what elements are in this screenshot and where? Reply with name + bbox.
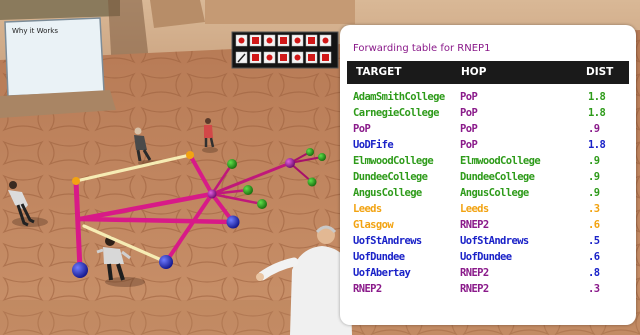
cell-dist: .3 — [588, 203, 600, 215]
wall-sign-label: Why it Works — [12, 27, 59, 35]
cell-hop: PoP — [460, 107, 478, 119]
cell-dist: .9 — [588, 155, 600, 167]
cell-dist: .5 — [588, 235, 600, 247]
cell-hop: RNEP2 — [460, 267, 489, 279]
cell-hop: PoP — [460, 123, 478, 135]
cell-hop: ElmwoodCollege — [460, 155, 541, 167]
cell-hop: DundeeCollege — [460, 171, 535, 183]
cell-dist: .9 — [588, 123, 600, 135]
cell-target: UofStAndrews — [353, 235, 422, 247]
node-angus-college — [257, 199, 267, 209]
control-board — [231, 31, 339, 69]
table-row: PoP PoP .9 — [340, 121, 636, 137]
cell-hop: Leeds — [460, 203, 489, 215]
cell-target: Glasgow — [353, 219, 394, 231]
cell-target: UofDundee — [353, 251, 405, 263]
avatar-standing-front — [96, 236, 131, 281]
cell-target: AngusCollege — [353, 187, 422, 199]
table-row: Leeds Leeds .3 — [340, 201, 636, 217]
column-header-target: TARGET — [356, 66, 402, 78]
cell-target: CarnegieCollege — [353, 107, 439, 119]
cell-target: ElmwoodCollege — [353, 155, 434, 167]
cell-target: Leeds — [353, 203, 382, 215]
avatar-standing-middle — [134, 127, 152, 162]
node-leeds — [72, 177, 80, 185]
table-row: AngusCollege AngusCollege .9 — [340, 185, 636, 201]
table-row: UofStAndrews UofStAndrews .5 — [340, 233, 636, 249]
forwarding-table-title: Forwarding table for RNEP1 — [353, 43, 491, 54]
forwarding-table-panel: Forwarding table for RNEP1 TARGET HOP DI… — [340, 25, 636, 325]
cell-target: UofAbertay — [353, 267, 411, 279]
network-nodes — [72, 148, 326, 278]
cell-target: DundeeCollege — [353, 171, 428, 183]
node-adamsmith-college — [306, 148, 314, 156]
node-uofstandrews — [226, 215, 240, 229]
cell-target: UoDFife — [353, 139, 394, 151]
cell-dist: .9 — [588, 187, 600, 199]
cell-hop: RNEP2 — [460, 219, 489, 231]
cell-dist: .8 — [588, 267, 600, 279]
cell-dist: .6 — [588, 251, 600, 263]
cell-hop: UofStAndrews — [460, 235, 529, 247]
avatar-foreground — [256, 225, 352, 335]
cell-dist: 1.8 — [588, 139, 606, 151]
table-header — [347, 61, 629, 84]
node-glasgow — [186, 151, 194, 159]
node-uodfife — [307, 177, 317, 187]
node-rnep1 — [207, 189, 217, 199]
cell-hop: PoP — [460, 91, 478, 103]
network-links — [73, 151, 323, 273]
cell-hop: PoP — [460, 139, 478, 151]
table-row: CarnegieCollege PoP 1.8 — [340, 105, 636, 121]
cell-target: PoP — [353, 123, 371, 135]
cell-dist: 1.8 — [588, 91, 606, 103]
avatar-standing-left — [8, 181, 35, 227]
cell-dist: .9 — [588, 171, 600, 183]
table-row: AdamSmithCollege PoP 1.8 — [340, 89, 636, 105]
column-header-dist: DIST — [586, 66, 614, 78]
table-row: DundeeCollege DundeeCollege .9 — [340, 169, 636, 185]
avatar-standing-back — [204, 118, 215, 148]
table-row: ElmwoodCollege ElmwoodCollege .9 — [340, 153, 636, 169]
cell-dist: .6 — [588, 219, 600, 231]
table-row: UofAbertay RNEP2 .8 — [340, 265, 636, 281]
column-header-hop: HOP — [461, 66, 487, 78]
cell-dist: .3 — [588, 283, 600, 295]
node-pop — [285, 158, 295, 168]
node-uofdundee — [72, 262, 88, 278]
cell-target: AdamSmithCollege — [353, 91, 445, 103]
table-row: UoDFife PoP 1.8 — [340, 137, 636, 153]
cell-target: RNEP2 — [353, 283, 382, 295]
node-dundee-college — [243, 185, 253, 195]
table-row: RNEP2 RNEP2 .3 — [340, 281, 636, 297]
table-row: UofDundee UofDundee .6 — [340, 249, 636, 265]
node-elmwood-college — [227, 159, 237, 169]
cell-dist: 1.8 — [588, 107, 606, 119]
cell-hop: AngusCollege — [460, 187, 529, 199]
cell-hop: UofDundee — [460, 251, 512, 263]
node-carnegie-college — [318, 153, 326, 161]
table-row: Glasgow RNEP2 .6 — [340, 217, 636, 233]
cell-hop: RNEP2 — [460, 283, 489, 295]
node-uofabertay — [159, 255, 173, 269]
